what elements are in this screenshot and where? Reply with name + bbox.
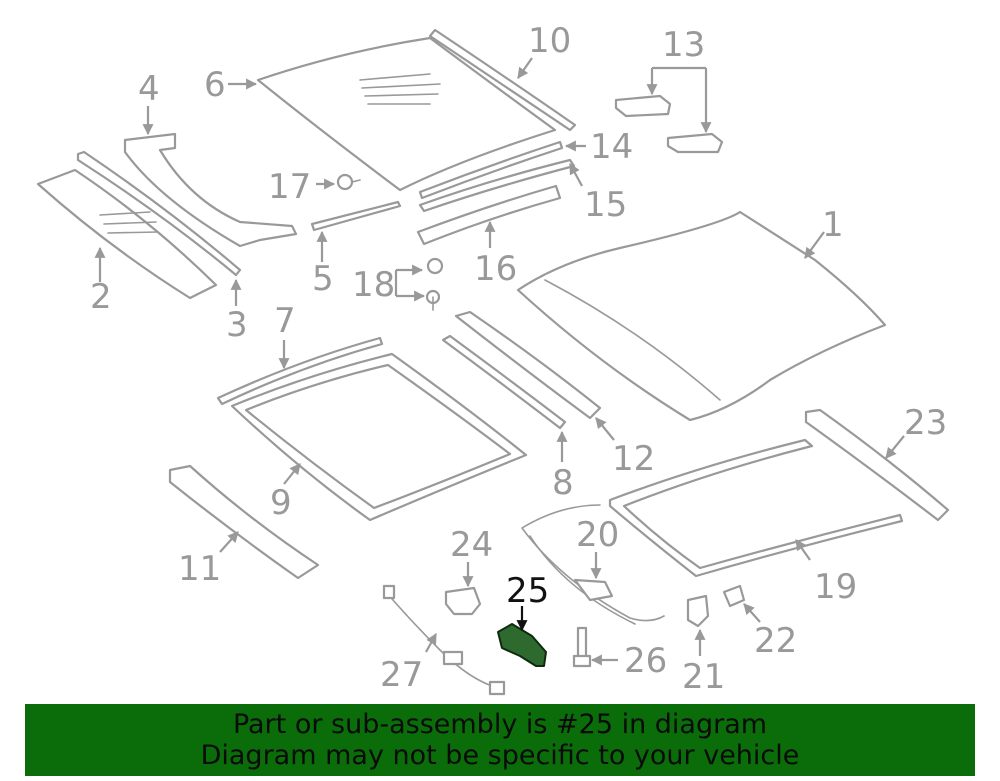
exploded-parts-diagram: 1 2 3 4 5 6 7 8 9 10 11 12 13 14 15 16 1… <box>36 21 950 697</box>
callout-11[interactable]: 11 <box>178 549 221 589</box>
part-8-rail <box>441 334 567 430</box>
callout-19[interactable]: 19 <box>814 567 857 607</box>
part-5-strip <box>310 200 402 232</box>
callout-17[interactable]: 17 <box>268 167 311 207</box>
info-banner: Part or sub-assembly is #25 in diagram D… <box>25 704 975 776</box>
part-3-seal <box>76 150 242 277</box>
callout-22[interactable]: 22 <box>754 621 797 661</box>
part-27-harness <box>382 584 506 696</box>
callout-23[interactable]: 23 <box>904 403 947 443</box>
part-22-clip <box>722 584 746 608</box>
part-18-fasteners <box>425 257 444 311</box>
leader-27 <box>425 633 437 653</box>
callout-8[interactable]: 8 <box>552 463 574 503</box>
part-12-rail <box>454 310 602 420</box>
leader-19 <box>795 539 811 561</box>
part-25-highlighted <box>497 623 547 667</box>
leader-23 <box>885 435 905 459</box>
callout-12[interactable]: 12 <box>612 439 655 479</box>
leader-12 <box>595 417 615 441</box>
callout-7[interactable]: 7 <box>274 301 296 341</box>
leader-22 <box>743 603 761 623</box>
part-1-rear-panel <box>516 210 887 422</box>
part-23-rail <box>804 408 950 522</box>
callout-2[interactable]: 2 <box>90 277 112 317</box>
callout-6[interactable]: 6 <box>204 65 226 105</box>
part-13-clips <box>614 94 724 154</box>
leader-15 <box>569 163 583 187</box>
callout-18[interactable]: 18 <box>352 265 395 305</box>
banner-line-1: Part or sub-assembly is #25 in diagram <box>232 709 768 740</box>
part-2-glass <box>36 168 218 300</box>
leader-13 <box>646 66 712 134</box>
callout-1[interactable]: 1 <box>822 205 844 245</box>
callout-4[interactable]: 4 <box>138 69 160 109</box>
callout-26[interactable]: 26 <box>624 641 667 681</box>
part-9-frame <box>230 352 528 522</box>
part-10-seal <box>428 28 577 132</box>
callout-24[interactable]: 24 <box>450 525 493 565</box>
callout-3[interactable]: 3 <box>226 305 248 345</box>
part-20-cable-assembly <box>521 504 665 625</box>
part-15-16-deflector <box>416 158 576 246</box>
part-1-panel-edge <box>544 279 721 401</box>
part-24-bracket <box>444 586 482 616</box>
callout-25-highlighted[interactable]: 25 <box>506 571 549 611</box>
part-11-bracket <box>168 464 320 580</box>
callout-14[interactable]: 14 <box>590 127 633 167</box>
part-21-clip <box>686 594 710 628</box>
part-26-bolt <box>572 626 592 668</box>
callout-5[interactable]: 5 <box>312 259 334 299</box>
callout-20[interactable]: 20 <box>576 515 619 555</box>
leader-11 <box>219 531 239 553</box>
part-6-glass-panel <box>256 36 557 192</box>
callout-16[interactable]: 16 <box>474 249 517 289</box>
callout-21[interactable]: 21 <box>682 657 725 697</box>
part-7-seal <box>216 336 384 406</box>
part-14-strip <box>418 140 564 200</box>
part-4-wind-deflector <box>123 132 298 248</box>
part-17-screw <box>336 173 361 191</box>
leader-10 <box>517 57 533 79</box>
leader-9 <box>283 463 301 485</box>
leader-18 <box>394 264 426 302</box>
callout-27[interactable]: 27 <box>380 655 423 695</box>
callout-13[interactable]: 13 <box>662 25 705 65</box>
callout-9[interactable]: 9 <box>270 483 292 523</box>
leader-1 <box>804 231 825 259</box>
callout-10[interactable]: 10 <box>528 21 571 61</box>
part-19-frame <box>608 438 904 578</box>
callout-15[interactable]: 15 <box>584 185 627 225</box>
banner-line-2: Diagram may not be specific to your vehi… <box>200 740 800 771</box>
